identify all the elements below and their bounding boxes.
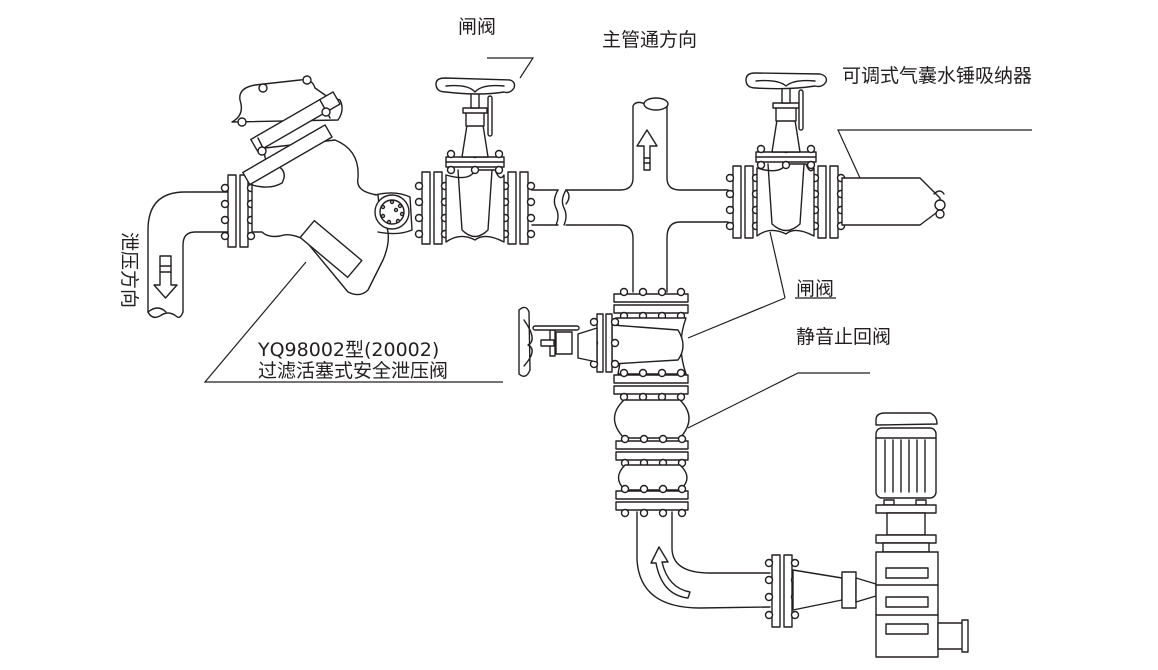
vertical-flange-4 (615, 484, 689, 518)
label-main-pipe-direction: 主管通方向 (602, 29, 697, 51)
label-relief-valve-model: YQ98002型(20002) (257, 339, 439, 361)
water-hammer-arrester (841, 177, 946, 226)
vertical-flange-2 (613, 368, 689, 402)
sight-glass-bolts (380, 199, 405, 225)
label-relief-direction: 泄压方向 (118, 232, 140, 308)
pump (875, 412, 969, 658)
pump-suction-pipe (636, 511, 771, 609)
vertical-flange-1 (613, 287, 689, 321)
main-pipe-segment (531, 189, 570, 226)
gate-valve-vertical (518, 306, 687, 377)
pump-flow-arrow-icon (650, 546, 691, 599)
label-water-hammer-arrester: 可调式气囊水锤吸纳器 (842, 65, 1032, 87)
label-gate-valve-right: 闸阀 (796, 278, 834, 300)
silent-check-valve (613, 399, 690, 439)
flange (220, 174, 256, 248)
label-relief-valve-name: 过滤活塞式安全泄压阀 (258, 360, 448, 382)
gate-valve-main (414, 77, 536, 245)
reducer (792, 569, 877, 611)
leader-lines (203, 57, 1032, 429)
main-flow-arrow-icon (636, 129, 658, 171)
label-silent-check-valve: 静音止回阀 (796, 326, 891, 348)
gate-valve-branch (725, 72, 846, 239)
relief-outlet-pipe (147, 191, 229, 319)
relief-valve-body (231, 75, 413, 296)
label-gate-valve-top: 闸阀 (458, 16, 496, 38)
vertical-flange-3 (615, 434, 689, 468)
relief-direction-arrow-icon (153, 255, 178, 299)
arrester-valve-icon (933, 190, 946, 219)
bellows-joint (617, 464, 688, 491)
main-pipe-tee (565, 97, 729, 293)
